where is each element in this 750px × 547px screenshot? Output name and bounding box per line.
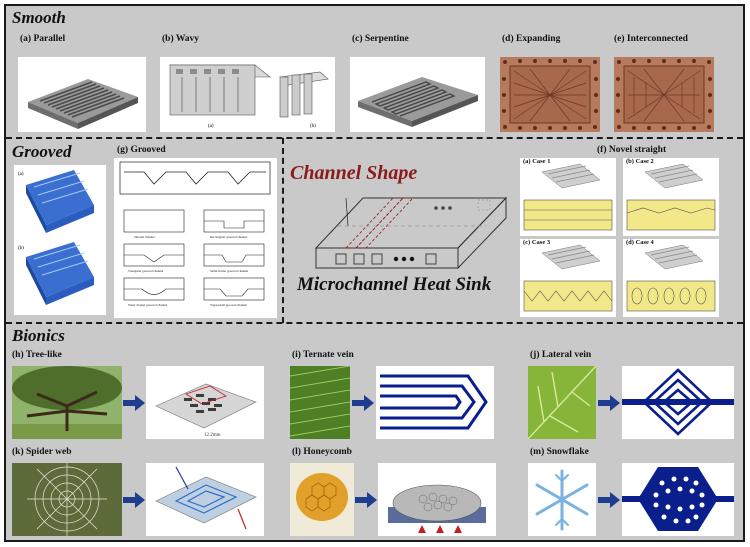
image-snowflake-pattern <box>622 463 734 536</box>
arrow-spider <box>123 492 145 508</box>
image-ternate-pattern <box>376 366 494 439</box>
label-case-3: (c) Case 3 <box>523 239 551 246</box>
divider-bionics <box>6 322 743 324</box>
label-serpentine: (c) Serpentine <box>352 34 409 44</box>
label-grooved: (g) Grooved <box>117 145 166 155</box>
svg-text:Water droplet grooved channel: Water droplet grooved channel <box>128 303 167 307</box>
label-expanding: (d) Expanding <box>502 34 561 44</box>
image-interconnected-channel <box>614 57 714 132</box>
section-title-smooth: Smooth <box>12 8 66 27</box>
image-snowflake-photo <box>528 463 596 536</box>
svg-text:Trapezoidal grooved channel: Trapezoidal grooved channel <box>210 303 247 307</box>
section-title-grooved: Grooved <box>12 142 72 161</box>
label-lateral-vein: (j) Lateral vein <box>530 350 592 360</box>
image-case-1 <box>520 158 616 236</box>
image-tree-photo <box>12 366 122 439</box>
label-ternate-vein: (i) Ternate vein <box>292 350 354 360</box>
image-spider-heat-sink <box>146 463 264 536</box>
label-case-2: (b) Case 2 <box>626 158 654 165</box>
image-serpentine-channel <box>350 57 485 132</box>
image-heat-sink-sketch <box>308 188 510 278</box>
label-spider-web: (k) Spider web <box>12 447 72 457</box>
arrow-tree <box>123 395 145 411</box>
image-parallel-channel <box>18 57 146 132</box>
svg-text:(a): (a) <box>208 124 214 129</box>
divider-smooth <box>6 137 743 139</box>
svg-text:Smooth channel: Smooth channel <box>134 235 155 239</box>
image-honeycomb-heat-sink <box>378 463 496 536</box>
svg-text:12.2mm: 12.2mm <box>204 433 221 438</box>
image-case-2 <box>623 158 719 236</box>
svg-text:Triangular grooved channel: Triangular grooved channel <box>128 269 163 273</box>
label-case-4: (d) Case 4 <box>626 239 654 246</box>
arrow-lateral <box>598 395 620 411</box>
label-tree-like: (h) Tree-like <box>12 350 62 360</box>
arrow-ternate <box>352 395 374 411</box>
svg-text:(b): (b) <box>310 124 316 129</box>
image-grooved-3d: (a) (b) <box>14 165 106 315</box>
image-honeycomb-photo <box>290 463 354 536</box>
svg-text:Semicircular grooved channel: Semicircular grooved channel <box>210 269 248 273</box>
svg-text:(a): (a) <box>18 172 24 177</box>
image-lateral-leaf <box>528 366 596 439</box>
arrow-snowflake <box>598 492 620 508</box>
title-channel-shape: Channel Shape <box>290 162 418 184</box>
svg-text:Rectangular grooved channel: Rectangular grooved channel <box>210 235 247 239</box>
image-case-3 <box>520 239 616 317</box>
label-case-1: (a) Case 1 <box>523 158 551 165</box>
image-tree-heat-sink: 12.2mm <box>146 366 264 439</box>
arrow-honeycomb <box>355 492 377 508</box>
label-wavy: (b) Wavy <box>162 34 200 44</box>
section-title-bionics: Bionics <box>12 326 65 345</box>
label-snowflake: (m) Snowflake <box>530 447 589 457</box>
image-case-4 <box>623 239 719 317</box>
image-wavy-channel: (a) (b) <box>160 57 335 132</box>
image-ternate-leaf <box>290 366 350 439</box>
image-grooved-profiles: Smooth channel Rectangular grooved channe… <box>114 158 277 318</box>
label-interconnected: (e) Interconnected <box>614 34 688 44</box>
label-novel-straight: (f) Novel straight <box>597 145 667 155</box>
title-microchannel-heat-sink: Microchannel Heat Sink <box>297 274 492 295</box>
label-parallel: (a) Parallel <box>20 34 66 44</box>
image-spider-photo <box>12 463 122 536</box>
divider-grooved-box <box>282 138 284 323</box>
image-expanding-channel <box>500 57 600 132</box>
image-lateral-pattern <box>622 366 734 439</box>
label-honeycomb: (l) Honeycomb <box>292 447 352 457</box>
svg-text:(b): (b) <box>18 246 24 251</box>
